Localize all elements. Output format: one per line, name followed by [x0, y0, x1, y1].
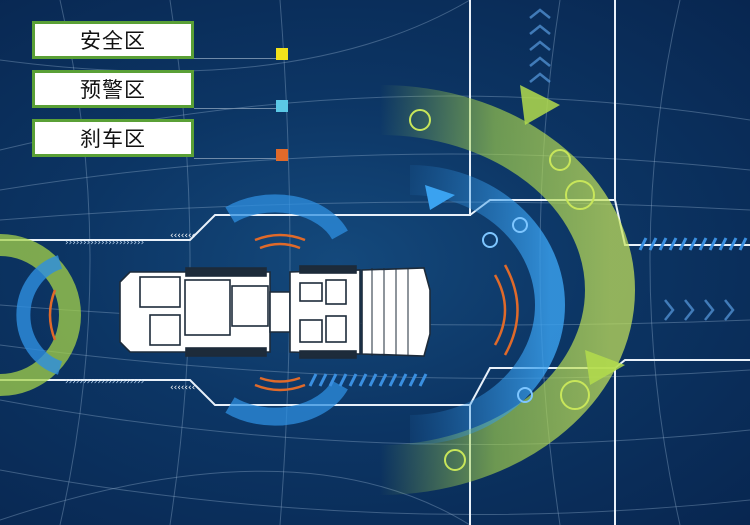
legend-label: 刹车区 [80, 127, 146, 151]
brake-zone-swatch [276, 149, 288, 161]
hatch-strips [308, 237, 748, 387]
legend-leader-line [194, 158, 276, 159]
svg-text:‹‹‹‹‹‹‹: ‹‹‹‹‹‹‹ [170, 383, 195, 393]
svg-text:‹‹‹‹‹‹‹: ‹‹‹‹‹‹‹ [170, 231, 195, 241]
legend-leader-line [194, 108, 276, 109]
svg-text:››››››››››››››››››››››: ›››››››››››››››››››››› [65, 238, 144, 248]
vehicle-icon [119, 265, 431, 359]
dot-chevron-strip: ›››››››››››››››››››››› ›››››››››››››››››… [65, 231, 195, 393]
legend-leader-line [194, 58, 276, 59]
safe-zone-swatch [276, 48, 288, 60]
legend-label: 预警区 [80, 78, 146, 102]
warning-zone-swatch [276, 100, 288, 112]
chevron-arrow-icon [529, 8, 735, 321]
legend-item-safe-zone: 安全区 [32, 21, 194, 59]
inner-ring [16, 165, 565, 445]
legend-item-brake-zone: 刹车区 [32, 119, 194, 157]
legend-item-warning-zone: 预警区 [32, 70, 194, 108]
outer-ring [0, 85, 635, 495]
legend-label: 安全区 [80, 29, 146, 53]
svg-text:››››››››››››››››››››››: ›››››››››››››››››››››› [65, 377, 144, 387]
brake-arcs [48, 233, 519, 392]
